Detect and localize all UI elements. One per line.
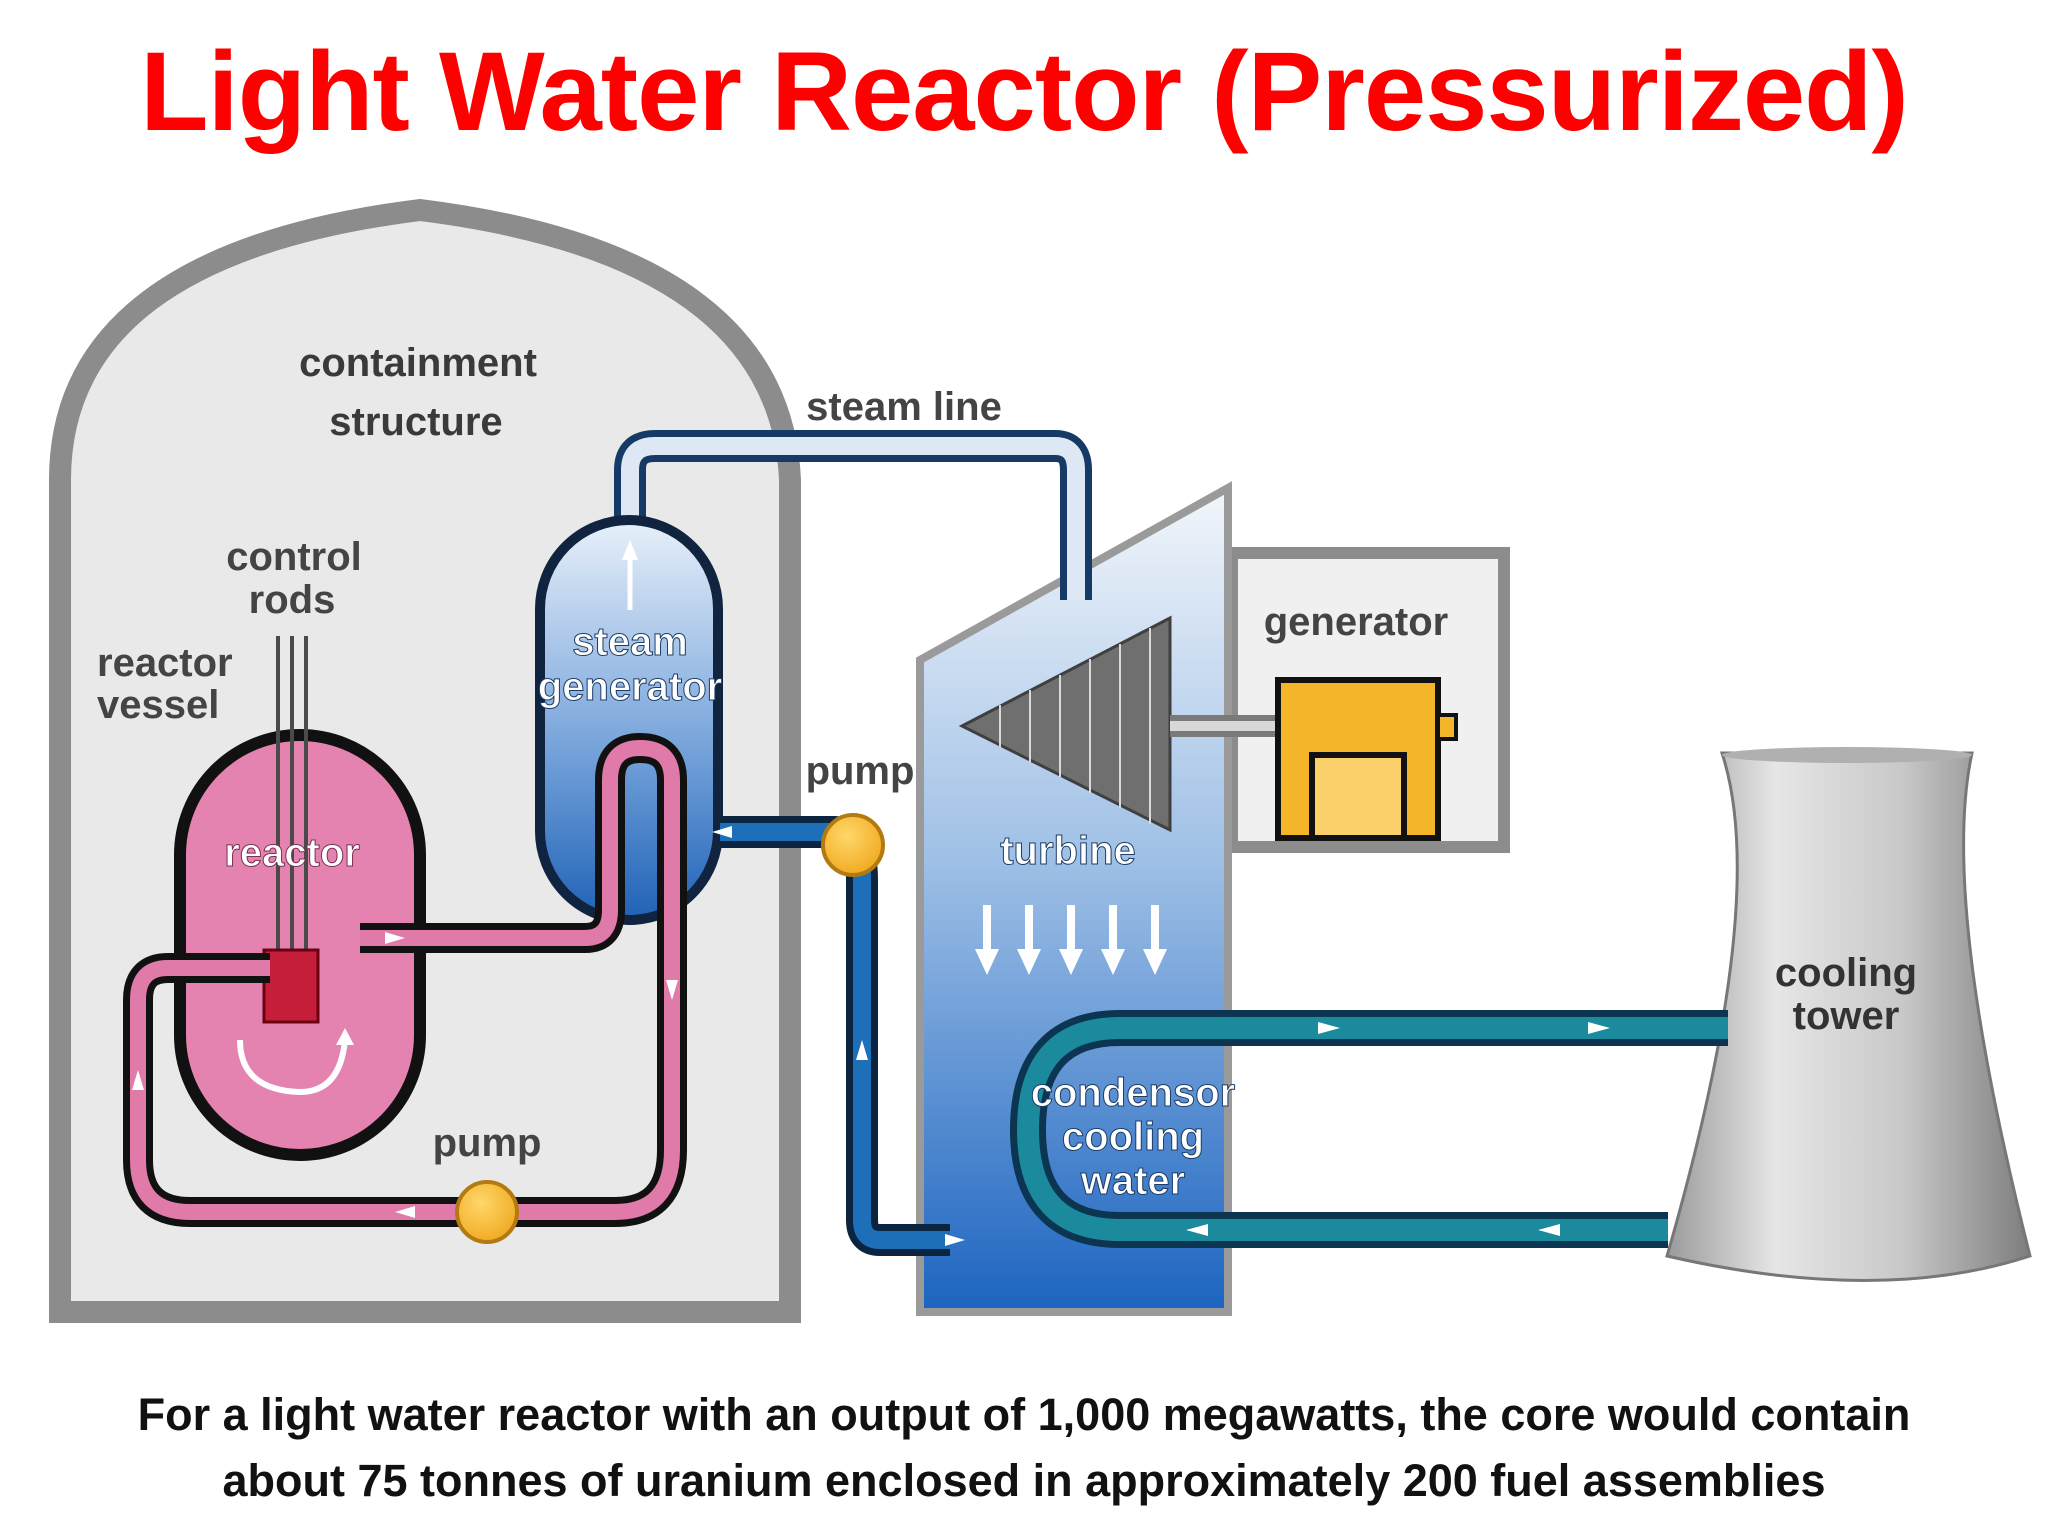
caption-line-2: about 75 tonnes of uranium enclosed in a… xyxy=(222,1455,1826,1506)
caption: For a light water reactor with an output… xyxy=(0,1382,2048,1514)
label-reactor: reactor xyxy=(224,831,360,875)
label-containment-2: structure xyxy=(329,400,502,444)
primary-loop xyxy=(123,732,687,1227)
label-generator: generator xyxy=(1264,600,1449,644)
label-cooling-tower-2: tower xyxy=(1793,994,1900,1038)
label-pump-upper: pump xyxy=(806,749,915,793)
label-steam-generator-1: steam xyxy=(572,620,688,664)
caption-line-1: For a light water reactor with an output… xyxy=(137,1389,1911,1440)
page-title: Light Water Reactor (Pressurized) xyxy=(140,29,1909,154)
steam-generator xyxy=(535,515,723,925)
reactor-core xyxy=(262,948,320,1024)
generator-icon xyxy=(1275,677,1458,841)
label-vessel-1: reactor xyxy=(97,641,233,685)
label-steam-line: steam line xyxy=(806,385,1002,429)
label-condensor-2: cooling xyxy=(1062,1115,1204,1159)
label-containment-1: containment xyxy=(299,341,537,385)
label-pump-lower: pump xyxy=(433,1121,542,1165)
steam-flow-arrows xyxy=(975,905,1167,975)
control-rods xyxy=(276,636,308,950)
pump-lower-icon xyxy=(455,1180,519,1244)
turbine-rotor-icon xyxy=(958,615,1280,833)
diagram-labels: containment structure steam line control… xyxy=(97,341,1917,1204)
label-condensor-1: condensor xyxy=(1031,1071,1235,1115)
label-control-1: control xyxy=(226,535,362,579)
label-steam-generator-2: generator xyxy=(538,665,723,709)
label-vessel-2: vessel xyxy=(97,683,219,727)
label-control-2: rods xyxy=(249,578,336,622)
label-turbine: turbine xyxy=(1000,829,1136,873)
label-condensor-3: water xyxy=(1080,1159,1186,1203)
pump-upper-icon xyxy=(821,813,885,877)
steam-line xyxy=(614,430,1092,600)
cooling-tower xyxy=(1665,747,2032,1282)
label-cooling-tower-1: cooling xyxy=(1775,951,1917,995)
cooling-water-loop xyxy=(1009,1010,1728,1248)
